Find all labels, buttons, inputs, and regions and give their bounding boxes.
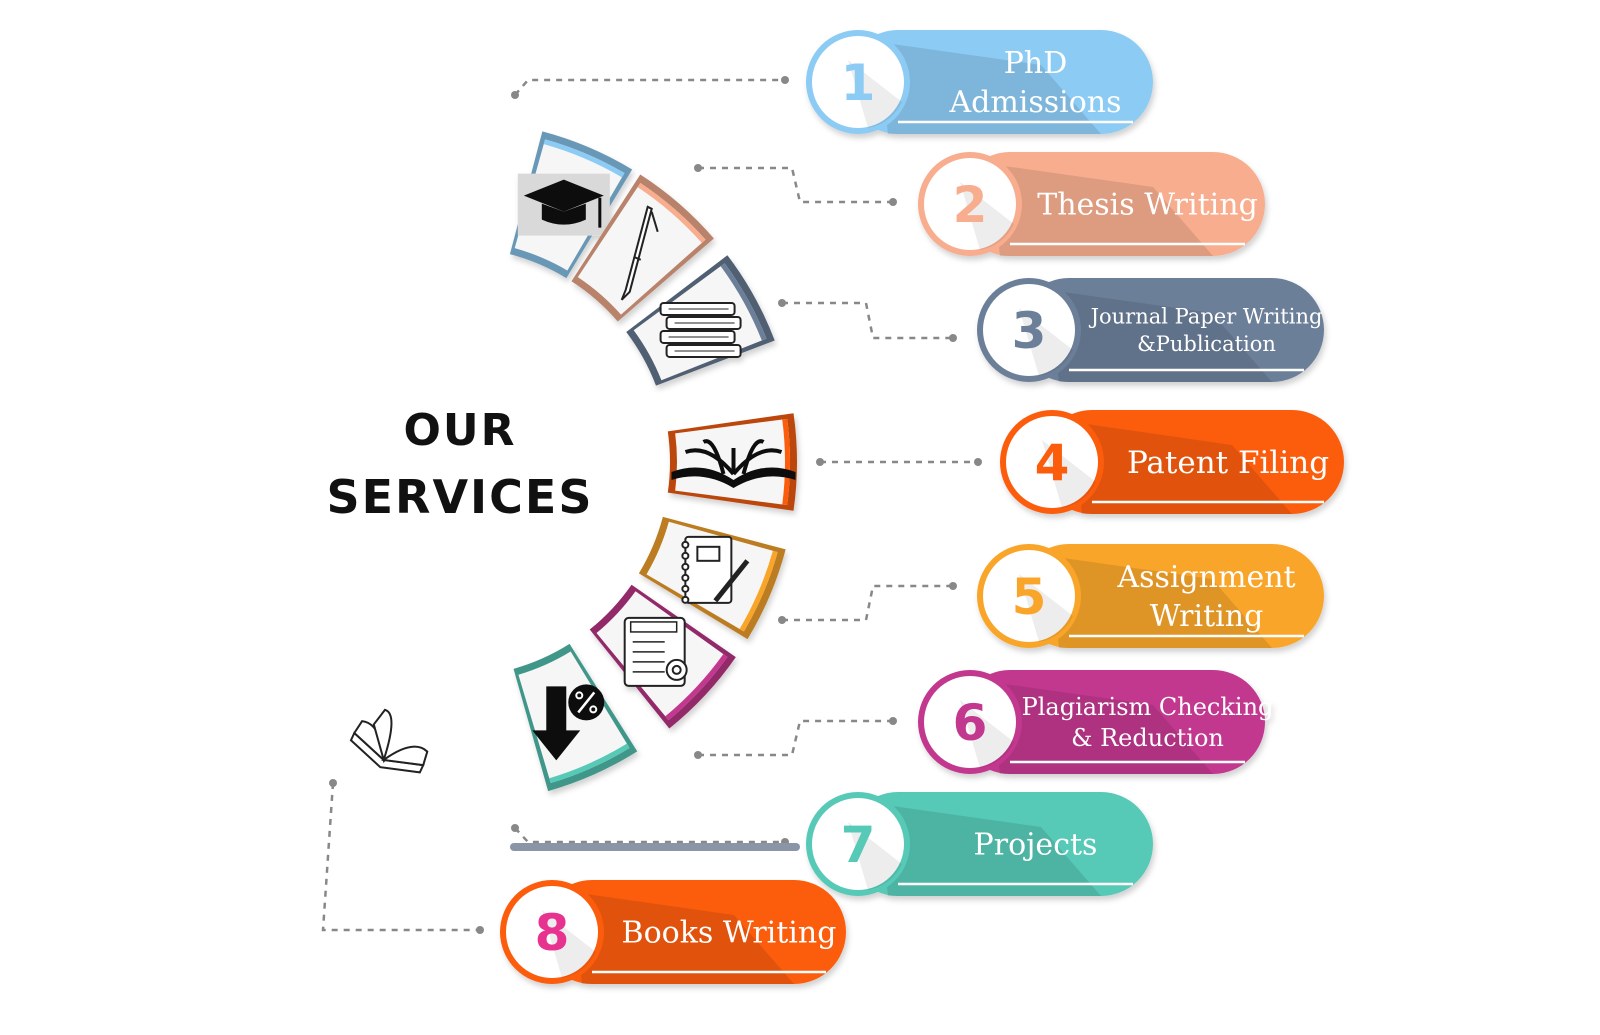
underline-bar <box>510 843 800 851</box>
pen-icon <box>620 205 659 301</box>
connector-3 <box>778 299 957 342</box>
service-pill-7[interactable]: 7 Projects <box>806 792 1153 896</box>
service-number-5: 5 <box>1012 568 1047 626</box>
service-pill-2[interactable]: 2 Thesis Writing <box>918 152 1265 256</box>
connector-2 <box>694 164 897 206</box>
service-number-7: 7 <box>841 816 876 874</box>
heading-line-our: OUR <box>403 405 517 456</box>
service-number-4: 4 <box>1035 434 1070 492</box>
services-arc <box>509 131 797 792</box>
service-label-2-line-1: Thesis Writing <box>1037 188 1258 223</box>
service-number-6: 6 <box>953 694 988 752</box>
service-label-6-line-1: Plagiarism Checking <box>1022 693 1274 721</box>
service-label-3-line-2: &Publication <box>1137 332 1276 356</box>
discount-arrow-icon <box>532 684 605 761</box>
connector-7 <box>511 824 789 846</box>
connector-6 <box>694 717 897 759</box>
connector-1 <box>511 76 789 99</box>
arc-segment-3 <box>626 255 775 386</box>
service-pill-3[interactable]: 3 Journal Paper Writing&Publication <box>977 278 1324 382</box>
connector-lines <box>321 76 982 934</box>
service-pills: 1 PhD Admissions 2 Thesis Writing 3 Journal Pa… <box>500 30 1344 984</box>
service-number-2: 2 <box>953 176 988 234</box>
decorations <box>349 708 429 774</box>
service-pill-1[interactable]: 1 PhD Admissions <box>806 30 1153 134</box>
connector-4 <box>816 458 982 466</box>
service-label-3-line-1: Journal Paper Writing <box>1089 305 1323 329</box>
service-pill-8[interactable]: 8 Books Writing <box>500 880 846 984</box>
service-number-8: 8 <box>535 904 570 962</box>
open-book-icon <box>671 439 796 488</box>
service-pill-4[interactable]: 4 Patent Filing <box>1000 410 1344 514</box>
arc-segment-2 <box>571 174 714 322</box>
service-number-3: 3 <box>1012 302 1047 360</box>
arc-segment-5 <box>638 516 786 640</box>
service-label-1-line-1: PhD <box>1004 46 1068 81</box>
arc-segment-1 <box>509 131 633 279</box>
book-stack-icon <box>659 301 742 358</box>
service-pill-6[interactable]: 6 Plagiarism Checking & Reduction <box>918 670 1273 774</box>
service-label-8-line-1: Books Writing <box>622 916 837 951</box>
flipping-book-icon <box>349 708 429 774</box>
service-label-1-line-2: Admissions <box>948 85 1121 120</box>
project-document-icon <box>623 616 688 687</box>
service-label-4-line-1: Patent Filing <box>1127 445 1329 481</box>
service-label-6-line-2: & Reduction <box>1071 724 1224 752</box>
arc-segment-7 <box>513 643 638 792</box>
connector-5 <box>778 582 957 624</box>
heading-line-services: SERVICES <box>326 470 594 524</box>
service-label-5-line-1: Assignment <box>1116 560 1295 595</box>
service-number-1: 1 <box>841 54 876 112</box>
service-label-5-line-2: Writing <box>1150 599 1264 634</box>
service-label-7-line-1: Projects <box>974 828 1098 863</box>
arc-segment-6 <box>589 584 736 729</box>
arc-segment-4 <box>667 413 797 511</box>
connector-8 <box>321 779 484 934</box>
notebook-pencil-icon <box>681 535 750 604</box>
graduation-cap-icon <box>517 173 610 236</box>
